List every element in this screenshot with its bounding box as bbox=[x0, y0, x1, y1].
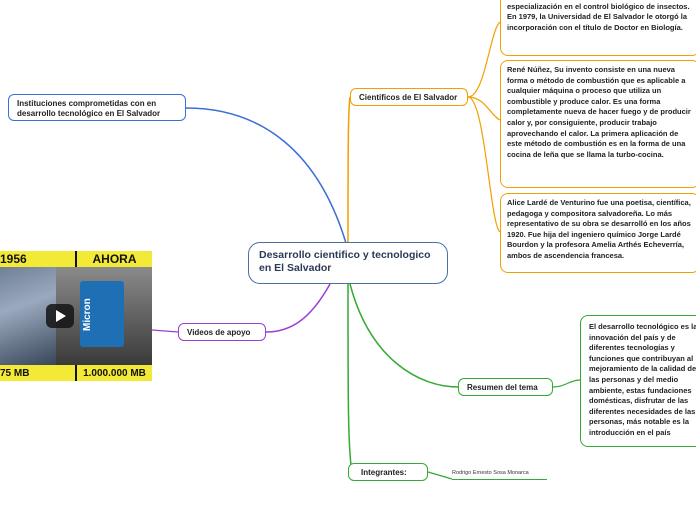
link-video-image bbox=[151, 329, 179, 333]
link-sub-3 bbox=[467, 96, 501, 233]
play-icon[interactable] bbox=[46, 304, 74, 328]
video-new-size: 1.000.000 MB bbox=[75, 365, 152, 381]
topic-integrantes[interactable]: Integrantes: bbox=[348, 463, 428, 481]
note-alice-larde[interactable]: Alice Lardé de Venturino fue una poetisa… bbox=[500, 193, 696, 273]
sd-card: Micron bbox=[80, 281, 124, 347]
topic-cientificos[interactable]: Cientificos de El Salvador bbox=[350, 88, 468, 106]
video-now-label: AHORA bbox=[75, 251, 152, 267]
video-image: Micron bbox=[0, 267, 152, 365]
link-videos bbox=[265, 283, 331, 333]
topic-videos[interactable]: Videos de apoyo bbox=[178, 323, 266, 341]
link-resumen bbox=[349, 283, 459, 388]
sd-card-brand: Micron bbox=[82, 298, 93, 331]
link-sub-2 bbox=[467, 96, 501, 121]
video-old-size: 75 MB bbox=[0, 367, 30, 379]
note-rene-nunez[interactable]: René Núñez, Su invento consiste en una n… bbox=[500, 60, 696, 188]
video-year-label: 1956 bbox=[0, 252, 27, 266]
note-cientifico-biologia[interactable]: doctorado en Ciencias y Filosofía con es… bbox=[500, 0, 696, 56]
link-sub-1 bbox=[467, 21, 501, 98]
topic-resumen[interactable]: Resumen del tema bbox=[458, 378, 553, 396]
video-thumbnail[interactable]: 1956 AHORA Micron 75 MB 1.000.000 MB bbox=[0, 251, 152, 381]
link-integrantes bbox=[347, 283, 353, 473]
link-sub-4 bbox=[552, 379, 581, 388]
link-leaf bbox=[427, 471, 453, 480]
link-instituciones bbox=[185, 107, 349, 251]
video-bottom-band: 75 MB 1.000.000 MB bbox=[0, 365, 152, 381]
integrante-name[interactable]: Rodrigo Ernesto Sosa Monarca bbox=[452, 468, 547, 480]
central-topic[interactable]: Desarrollo cientifico y tecnologico en E… bbox=[248, 242, 448, 284]
note-resumen[interactable]: El desarrollo tecnológico es la innovaci… bbox=[580, 315, 696, 447]
topic-instituciones[interactable]: Instituciones comprometidas con en desar… bbox=[8, 94, 186, 121]
video-top-band: 1956 AHORA bbox=[0, 251, 152, 267]
link-cientificos bbox=[347, 96, 351, 251]
